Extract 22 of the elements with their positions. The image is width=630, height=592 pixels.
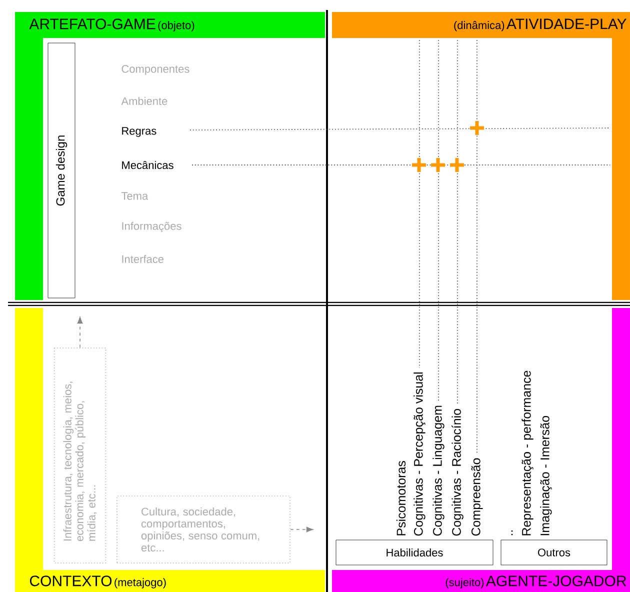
label-box: Habilidades <box>336 540 494 566</box>
item-label: Mecânicas <box>122 160 174 170</box>
rotated-label: .. <box>511 530 513 536</box>
rotated-label: Cognitivas - Percepção visual <box>414 372 426 536</box>
item-label: Tema <box>121 192 148 200</box>
label-box: Outros <box>500 540 608 566</box>
rotated-label: Imaginação - Imersão <box>540 416 552 536</box>
rotated-label: Psicomotoras <box>396 461 406 536</box>
arrow <box>290 526 314 532</box>
rotated-label: Representação - performance <box>522 370 534 536</box>
vertical-box: Game design <box>48 42 76 298</box>
rotated-label: Cognitivas - Linguagem <box>432 406 444 536</box>
rotated-label: Compreensão <box>471 458 483 536</box>
arrow <box>77 316 83 348</box>
rotated-label: Cognitivas - Raciocínio <box>452 409 464 536</box>
item-label: Componentes <box>122 65 190 75</box>
dotted-box: Cultura, sociedade, comportamentos, opiniões, senso comum, etc... <box>116 496 290 564</box>
item-label: Ambiente <box>121 96 168 106</box>
item-label: Regras <box>122 127 156 137</box>
dotted-box: Infraestrutura, tecnologia, meios, economia, mercado, público, mídia, etc... <box>54 348 106 564</box>
item-label: Interface <box>122 254 164 264</box>
item-label: Informações <box>122 222 182 232</box>
